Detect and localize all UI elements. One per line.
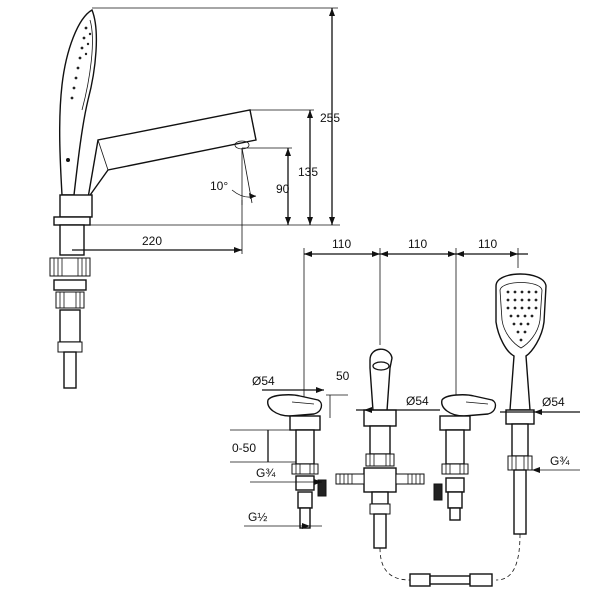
dim-handle-height: 50 [336,369,350,383]
front-nozzles [506,290,538,342]
dim-shower-thread: G¾ [550,454,570,468]
dim-spout-height: 135 [298,165,318,179]
dim-supply-thread: G¾ [256,466,276,480]
front-spout [335,348,425,549]
hose [379,533,521,587]
dim-inlet-thread: G½ [248,510,267,524]
left-handle-valve [267,394,327,529]
spacing-dimensions: 110 110 110 [303,237,528,400]
side-hand-shower [59,8,98,196]
side-base [59,194,93,218]
front-dimensions: Ø54 50 Ø54 Ø54 0-50 G¾ G½ G¾ [230,369,580,529]
side-view [49,8,257,389]
side-nozzles [70,26,92,100]
dim-spacing-1: 110 [332,237,351,251]
side-dimensions: 255 135 90 10° 220 [72,7,340,254]
side-spout [87,109,257,199]
front-hand-shower [495,273,547,535]
dim-spacing-2: 110 [408,237,427,251]
dim-deck-range: 0-50 [232,441,256,455]
dim-outlet-height: 90 [276,182,290,196]
dim-spacing-3: 110 [478,237,497,251]
right-handle-valve [433,394,497,521]
dim-spout-diameter: Ø54 [406,394,429,408]
dim-total-height: 255 [320,111,340,125]
dim-left-diameter: Ø54 [252,374,275,388]
dim-shower-diameter: Ø54 [542,395,565,409]
dim-angle: 10° [210,179,228,193]
side-nut [49,257,91,277]
dim-reach: 220 [142,234,162,248]
